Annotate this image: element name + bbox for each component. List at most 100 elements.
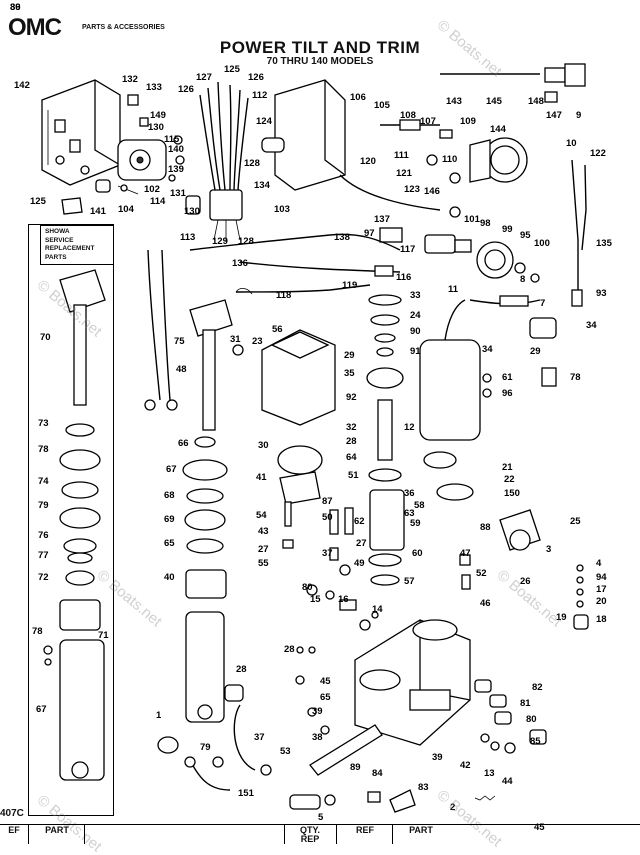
callout-number: 126 <box>248 72 264 83</box>
callout-number: 74 <box>38 476 49 487</box>
callout-number: 14 <box>372 604 383 615</box>
callout-number: 90 <box>410 326 421 337</box>
callout-number: 78 <box>32 626 43 637</box>
callout-number: 47 <box>460 548 471 559</box>
callout-number: 132 <box>122 74 138 85</box>
callout-number: 123 <box>404 184 420 195</box>
callout-number: 12 <box>404 422 415 433</box>
tilt-cylinder-center <box>144 249 233 723</box>
callout-number: 62 <box>354 516 365 527</box>
column-header-ref: EF <box>8 825 20 835</box>
callout-number: 68 <box>164 490 175 501</box>
callout-number: 27 <box>258 544 269 555</box>
callout-number: 89 <box>350 762 361 773</box>
wire-bundle-top <box>185 81 249 242</box>
callout-number: 25 <box>570 516 581 527</box>
column-divider <box>284 824 285 844</box>
callout-number: 36 <box>404 488 415 499</box>
callout-number: 142 <box>14 80 30 91</box>
column-divider <box>336 824 337 844</box>
callout-number: 32 <box>346 422 357 433</box>
callout-number: 145 <box>486 96 503 107</box>
callout-number: 64 <box>346 452 357 463</box>
callout-number: 3 <box>546 544 551 555</box>
page-code: 407C <box>0 808 24 819</box>
callout-number: 73 <box>38 418 49 429</box>
diagram-title: POWER TILT AND TRIM <box>219 38 421 57</box>
callout-number: 20 <box>596 596 607 607</box>
table-header-rule <box>0 824 640 825</box>
callout-number: 83 <box>418 782 429 793</box>
callout-number: 144 <box>490 124 507 135</box>
callout-number: 87 <box>322 496 333 507</box>
callout-number: 111 <box>394 150 410 161</box>
callout-number: 33 <box>410 290 421 301</box>
callout-number: 61 <box>502 372 513 383</box>
callout-number: 146 <box>424 186 440 197</box>
callout-number: 112 <box>252 90 267 101</box>
callout-number: 79 <box>38 500 49 511</box>
callout-number: 72 <box>38 572 49 583</box>
callout-number: 107 <box>420 116 436 127</box>
column-header-part-2: PART <box>409 825 433 835</box>
callout-number: 143 <box>446 96 462 107</box>
callout-number: 108 <box>400 110 416 121</box>
cable-harness-mid <box>189 233 401 295</box>
callout-number: 27 <box>356 538 367 549</box>
callout-number: 28 <box>236 664 247 675</box>
center-seals-and-pistons <box>277 294 474 586</box>
callout-number: 81 <box>520 698 531 709</box>
callout-number: 24 <box>410 310 421 321</box>
motor-housing <box>232 329 336 426</box>
callout-number: 137 <box>374 214 390 225</box>
callout-number: 129 <box>212 236 228 247</box>
callout-number: 133 <box>146 82 162 93</box>
showa-line: SHOWA <box>45 228 70 235</box>
callout-number: 135 <box>596 238 613 249</box>
callout-number: 70 <box>40 332 51 343</box>
callout-number: 114 <box>150 196 166 207</box>
lower-left-hardware <box>157 646 496 813</box>
callout-number: 49 <box>354 558 365 569</box>
callout-number: 13 <box>484 768 495 779</box>
manifold-body <box>354 619 471 746</box>
callout-number: 67 <box>36 704 47 715</box>
showa-parts-frame <box>28 224 114 816</box>
callout-number: 29 <box>530 346 541 357</box>
callout-number: 103 <box>274 204 290 215</box>
callout-number: 78 <box>570 372 581 383</box>
callout-number: 93 <box>596 288 607 299</box>
small-hardware-top-left <box>61 94 185 215</box>
callout-number: 7 <box>540 298 545 309</box>
callout-number: 95 <box>520 230 531 241</box>
callout-number: 42 <box>460 760 471 771</box>
callout-number: 128 <box>244 158 260 169</box>
callout-number: 85 <box>530 736 541 747</box>
callout-number: 55 <box>258 558 269 569</box>
callout-number: 127 <box>196 72 212 83</box>
omc-logo: OMC <box>8 14 62 41</box>
callout-number: 151 <box>238 788 255 799</box>
callout-number: 69 <box>164 514 175 525</box>
callout-number: 106 <box>350 92 366 103</box>
callout-number: 29 <box>344 350 355 361</box>
callout-number: 48 <box>176 364 187 375</box>
callout-number: 31 <box>230 334 241 345</box>
callout-number: 4 <box>596 558 602 569</box>
callout-number: 16 <box>338 594 349 605</box>
callout-number: 109 <box>460 116 476 127</box>
callout-number: 63 <box>404 508 415 519</box>
callout-number: 37 <box>322 548 333 559</box>
right-hardware <box>459 509 589 754</box>
callout-number: 117 <box>400 244 415 255</box>
callout-number: 102 <box>144 184 160 195</box>
callout-number: 40 <box>164 572 175 583</box>
callout-number: 43 <box>258 526 269 537</box>
callout-number: 141 <box>90 206 107 217</box>
callout-number: 52 <box>476 568 487 579</box>
callout-number: 94 <box>596 572 607 583</box>
callout-number: 136 <box>232 258 248 269</box>
callout-number: 34 <box>482 344 493 355</box>
callout-number: 147 <box>546 110 562 121</box>
callout-number: 41 <box>256 472 267 483</box>
